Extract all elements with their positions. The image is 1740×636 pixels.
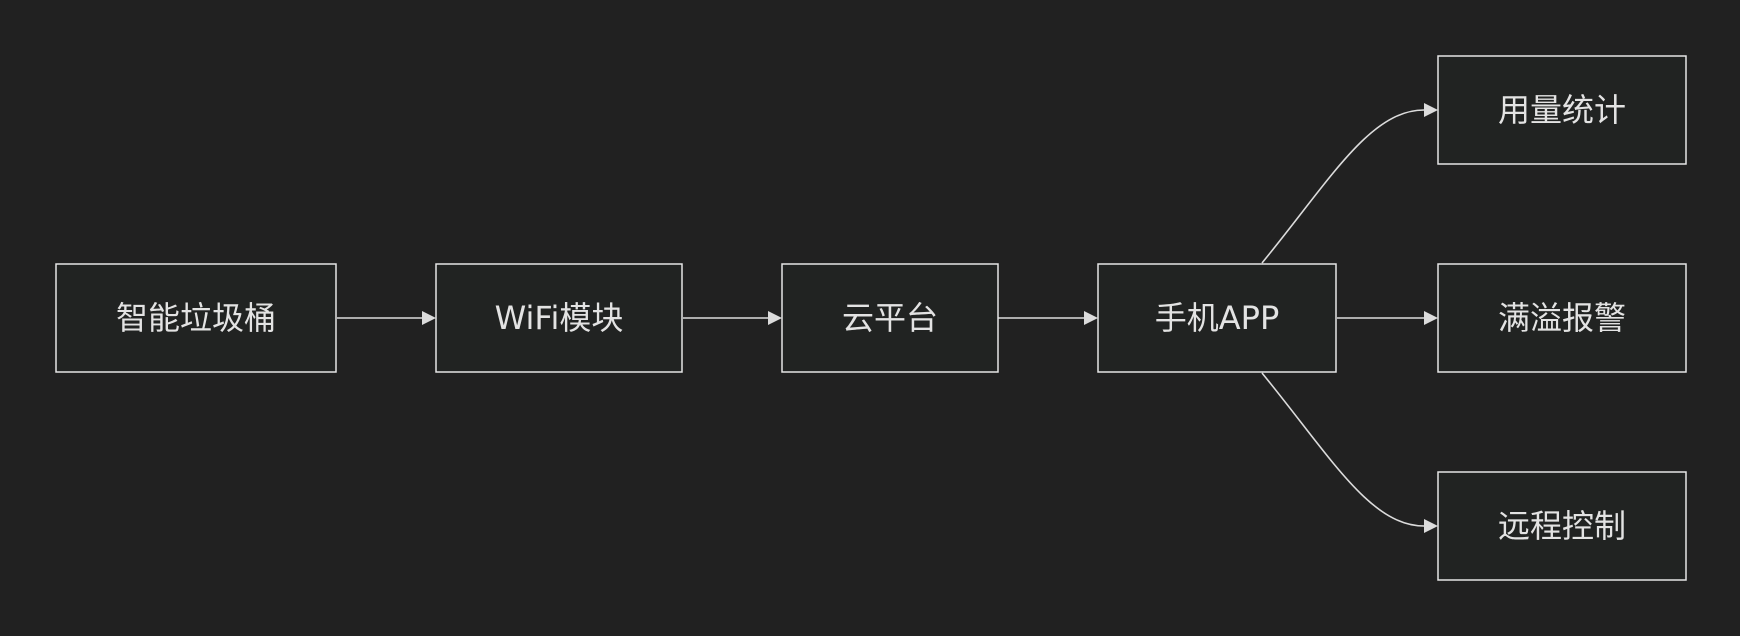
node-box [435, 263, 683, 373]
node-label-trash-bin: 智能垃圾桶 [116, 299, 276, 337]
node-box [1437, 263, 1687, 373]
node-cloud-platform: 云平台 [781, 263, 999, 373]
node-box [1437, 55, 1687, 165]
node-box [55, 263, 337, 373]
node-trash-bin: 智能垃圾桶 [55, 263, 337, 373]
arrow-head-remote-control [1424, 519, 1438, 533]
node-mobile-app: 手机APP [1097, 263, 1337, 373]
arrow-head-cloud-platform [768, 311, 782, 325]
node-label-wifi-module: WiFi模块 [495, 299, 624, 337]
edge-mobile-app-to-usage-stats [1261, 109, 1425, 264]
arrow-head-wifi-module [422, 311, 436, 325]
node-label-mobile-app: 手机APP [1155, 299, 1280, 337]
edges [337, 103, 1438, 533]
node-wifi-module: WiFi模块 [435, 263, 683, 373]
node-label-remote-control: 远程控制 [1498, 507, 1626, 545]
node-overflow-alarm: 满溢报警 [1437, 263, 1687, 373]
node-label-cloud-platform: 云平台 [842, 299, 938, 337]
node-box [1437, 471, 1687, 581]
node-box [1097, 263, 1337, 373]
node-remote-control: 远程控制 [1437, 471, 1687, 581]
node-label-usage-stats: 用量统计 [1498, 91, 1626, 129]
node-box [781, 263, 999, 373]
arrow-head-mobile-app [1084, 311, 1098, 325]
edge-mobile-app-to-remote-control [1261, 372, 1425, 527]
node-label-overflow-alarm: 满溢报警 [1498, 299, 1626, 337]
node-usage-stats: 用量统计 [1437, 55, 1687, 165]
arrow-head-overflow-alarm [1424, 311, 1438, 325]
arrow-head-usage-stats [1424, 103, 1438, 117]
